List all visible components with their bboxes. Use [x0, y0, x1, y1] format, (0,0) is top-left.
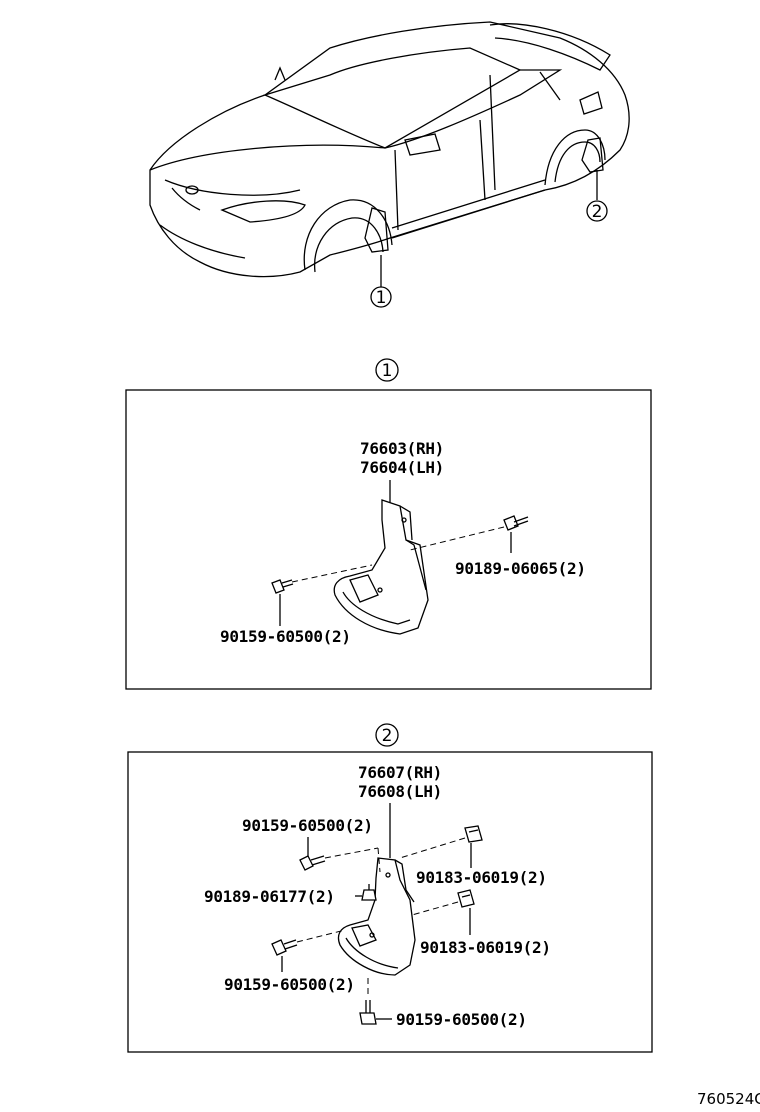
- section2-bolt-bottom-label: 90159-60500(2): [396, 1010, 527, 1029]
- callout-number-rear: 2: [592, 202, 603, 222]
- section1-screw-right-dash: [409, 526, 505, 551]
- section1-screw-left: [271, 579, 294, 594]
- section2-mudguard-lh-label: 76608(LH): [358, 782, 442, 801]
- car-illustration: [149, 21, 630, 278]
- section1-screw-left-label: 90159-60500(2): [220, 627, 351, 646]
- front-mudguard-part: [333, 499, 429, 635]
- section1-heading-circle: [375, 358, 399, 382]
- section2-nut-upper-dash: [399, 837, 466, 859]
- section2-rivet-label: 90189-06177(2): [204, 887, 335, 906]
- callout-circle-rear: [586, 200, 608, 222]
- section2-nut-lower-dash: [411, 901, 459, 916]
- section2-frame: [127, 751, 653, 1053]
- section2-bolt-upper-dash: [324, 847, 379, 859]
- section2-bolt-middle: [271, 939, 298, 956]
- section1-frame: [125, 389, 652, 690]
- section2-nut-lower-label: 90183-06019(2): [420, 938, 551, 957]
- section2-bolt-bottom: [359, 1000, 377, 1025]
- section1-mudguard-lh-label: 76604(LH): [360, 458, 444, 477]
- section2-bolt-upper-dash-2: [377, 847, 381, 873]
- section2-mudguard-rh-label: 76607(RH): [358, 763, 442, 782]
- section2-bolt-upper-label: 90159-60500(2): [242, 816, 373, 835]
- section2-nut-lower: [457, 889, 475, 908]
- section1-screw-right-label: 90189-06065(2): [455, 559, 586, 578]
- section2-heading: 2: [382, 726, 393, 746]
- section1-mudguard-rh-label: 76603(RH): [360, 439, 444, 458]
- section1-heading: 1: [382, 361, 393, 381]
- section2-heading-circle: [375, 723, 399, 747]
- callout-circle-front: [370, 286, 392, 308]
- diagram-reference-code: 760524C: [697, 1090, 760, 1108]
- section1-screw-right: [503, 515, 529, 531]
- rear-mudguard-part: [337, 857, 416, 976]
- section2-nut-upper-label: 90183-06019(2): [416, 868, 547, 887]
- section2-rivet: [361, 884, 377, 901]
- section2-bolt-middle-label: 90159-60500(2): [224, 975, 355, 994]
- section2-bolt-upper: [299, 855, 326, 871]
- section2-nut-upper: [464, 825, 483, 843]
- section2-bolt-middle-dash: [296, 929, 346, 943]
- section1-screw-left-dash: [291, 564, 373, 583]
- callout-number-front: 1: [376, 288, 387, 308]
